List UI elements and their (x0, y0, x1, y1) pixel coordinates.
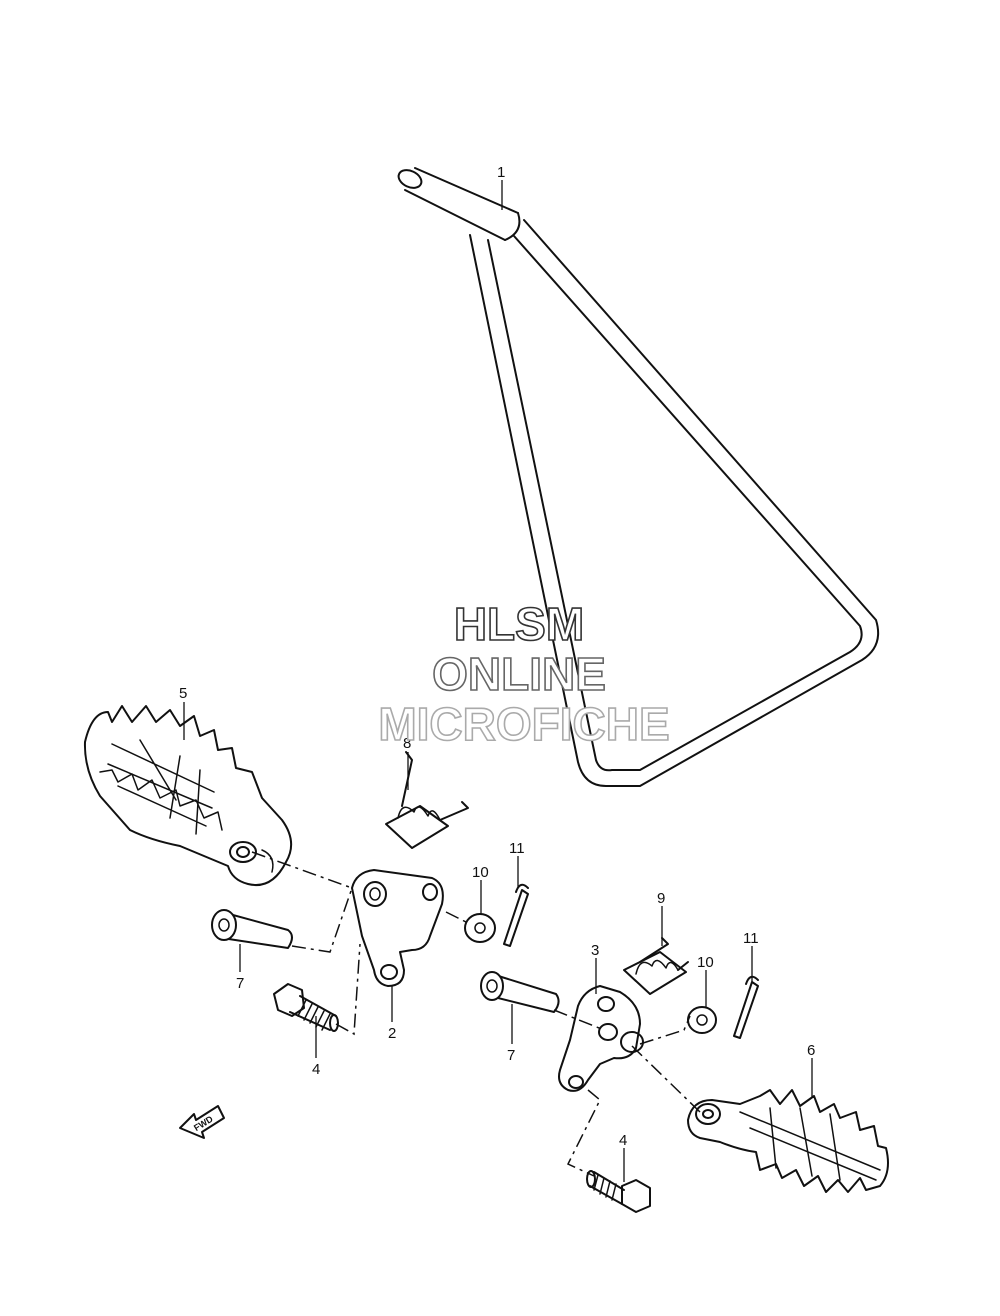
cotter-pin-right (733, 975, 759, 1039)
callout-11-left: 11 (509, 840, 525, 857)
watermark-line3: MICROFICHE (378, 698, 669, 750)
callout-5: 5 (179, 685, 187, 702)
callout-3: 3 (591, 942, 599, 959)
callout-4-right: 4 (619, 1132, 627, 1149)
bolt-left (273, 983, 339, 1032)
watermark-line1: HLSM (454, 598, 584, 650)
callout-2: 2 (388, 1025, 396, 1042)
callout-7-right: 7 (507, 1047, 515, 1064)
callout-11-right: 11 (743, 930, 759, 947)
side-stand (397, 167, 880, 787)
spring-right (623, 937, 689, 995)
callout-7-left: 7 (236, 975, 244, 992)
pin-right (480, 971, 560, 1013)
bolt-right (586, 1170, 651, 1213)
callout-10-right: 10 (697, 954, 714, 971)
callout-10-left: 10 (472, 864, 489, 881)
callout-4-left: 4 (312, 1061, 320, 1078)
washer-left (464, 913, 496, 943)
right-footrest (687, 1089, 889, 1193)
pin-left (211, 909, 293, 949)
watermark: HLSM ONLINE MICROFICHE (378, 597, 671, 751)
callout-6: 6 (807, 1042, 815, 1059)
spring-left (385, 751, 469, 849)
fwd-arrow-icon: FWD (179, 1105, 225, 1139)
leader-lines (183, 180, 813, 1182)
left-bracket (351, 869, 444, 987)
callouts: 1 5 8 10 11 7 2 4 3 9 10 11 6 7 4 (179, 164, 815, 1149)
assembly-lines (251, 851, 701, 1177)
left-footrest (83, 705, 293, 886)
callout-8: 8 (403, 735, 411, 752)
callout-1: 1 (497, 164, 505, 181)
callout-9: 9 (657, 890, 665, 907)
right-bracket (558, 985, 644, 1092)
washer-right (687, 1006, 717, 1034)
watermark-line2: ONLINE (432, 648, 606, 700)
cotter-pin-left (503, 883, 529, 947)
